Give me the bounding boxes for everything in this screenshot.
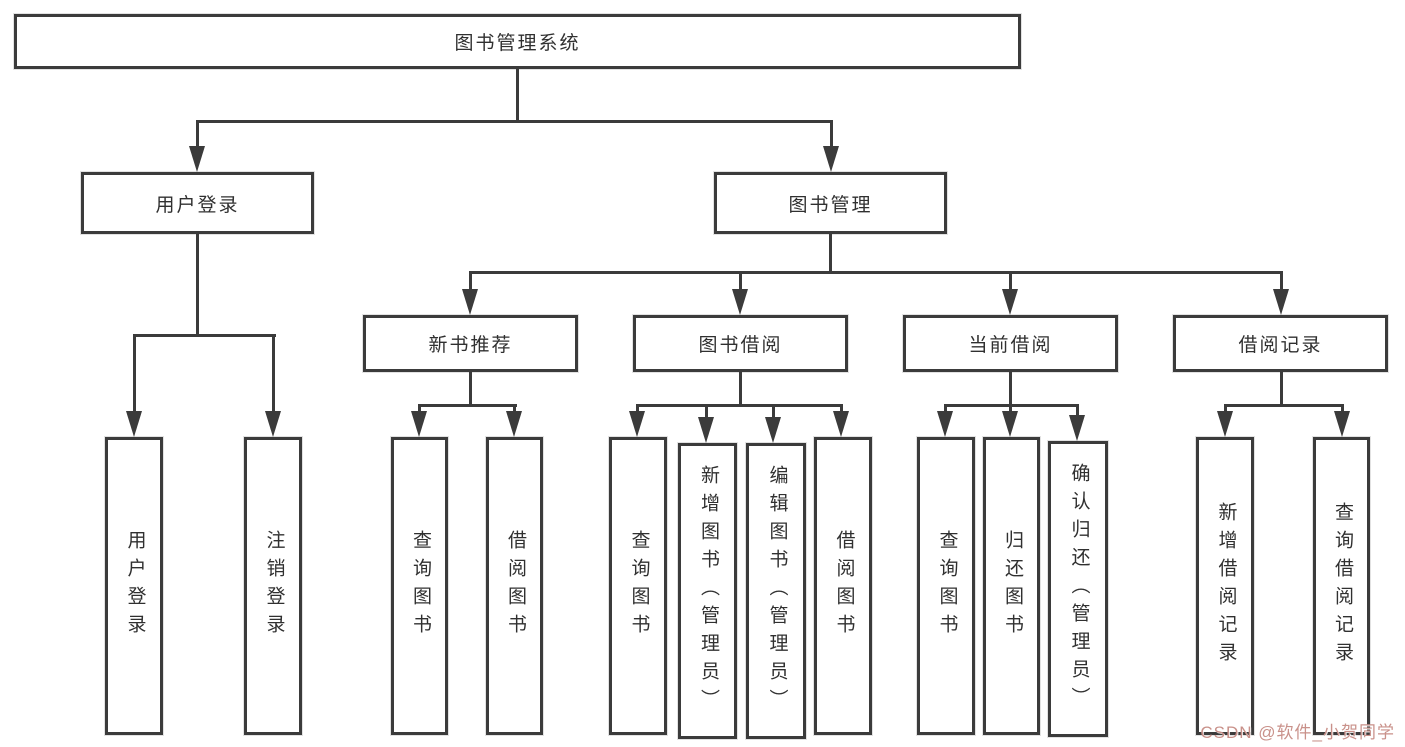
connector-arrowhead (265, 411, 281, 437)
connector-arrowhead (126, 411, 142, 437)
connector-arrowhead (189, 146, 205, 172)
connector-line (636, 404, 843, 407)
leaf-add-borrow-record: 新增借阅记录 (1196, 437, 1254, 735)
connector-line (133, 336, 136, 412)
leaf-query-borrow-record: 查询借阅记录 (1313, 437, 1370, 735)
connector-arrowhead (506, 411, 522, 437)
connector-arrowhead (1217, 411, 1233, 437)
connector-arrowhead (462, 289, 478, 315)
node-current-borrowing: 当前借阅 (903, 315, 1118, 372)
node-label: 用户登录 (124, 530, 146, 642)
connector-arrowhead (1334, 411, 1350, 437)
leaf-add-book-admin: 新增图书（管理员） (678, 443, 737, 739)
leaf-query-books-borrowing: 查询图书 (609, 437, 667, 735)
connector-line (272, 336, 275, 412)
connector-arrowhead (629, 411, 645, 437)
connector-line (772, 406, 775, 418)
leaf-confirm-return-admin: 确认归还（管理员） (1048, 441, 1108, 737)
node-label: 确认归还（管理员） (1068, 463, 1090, 715)
node-book-management: 图书管理 (714, 172, 947, 234)
connector-line (418, 406, 421, 414)
connector-line (1009, 273, 1012, 293)
leaf-user-login: 用户登录 (105, 437, 163, 735)
connector-line (469, 372, 472, 406)
watermark: CSDN @软件_小贺同学 (1200, 723, 1395, 742)
node-label: 借阅图书 (833, 530, 855, 642)
connector-arrowhead (765, 417, 781, 443)
connector-arrowhead (1273, 289, 1289, 315)
node-new-book-recommend: 新书推荐 (363, 315, 578, 372)
connector-line (513, 406, 516, 414)
leaf-borrow-books-borrowing: 借阅图书 (814, 437, 872, 735)
connector-line (739, 273, 742, 293)
node-label: 查询图书 (409, 530, 431, 642)
connector-line (1224, 406, 1227, 414)
node-label: 新增图书（管理员） (697, 465, 719, 717)
connector-line (944, 406, 947, 414)
node-user-login: 用户登录 (81, 172, 314, 234)
connector-line (840, 406, 843, 414)
node-label: 查询借阅记录 (1331, 502, 1353, 670)
connector-line (705, 406, 708, 418)
node-label: 注销登录 (263, 530, 285, 642)
leaf-query-books-newbook: 查询图书 (391, 437, 448, 735)
connector-line (1280, 273, 1283, 293)
connector-line (1076, 406, 1079, 418)
node-label: 归还图书 (1001, 530, 1023, 642)
connector-arrowhead (937, 411, 953, 437)
connector-arrowhead (698, 417, 714, 443)
connector-arrowhead (411, 411, 427, 437)
connector-line (944, 404, 1079, 407)
connector-line (469, 273, 472, 293)
leaf-borrow-books-newbook: 借阅图书 (486, 437, 543, 735)
node-borrow-records: 借阅记录 (1173, 315, 1388, 372)
leaf-query-books-current: 查询图书 (917, 437, 975, 735)
connector-line (830, 122, 833, 148)
connector-arrowhead (1069, 415, 1085, 441)
node-label: 新增借阅记录 (1215, 502, 1237, 670)
connector-line (196, 120, 833, 123)
leaf-return-books: 归还图书 (983, 437, 1040, 735)
connector-line (829, 234, 832, 273)
node-label: 查询图书 (936, 530, 958, 642)
node-label: 借阅图书 (504, 530, 526, 642)
connector-arrowhead (833, 411, 849, 437)
connector-line (636, 406, 639, 414)
connector-line (1009, 372, 1012, 406)
leaf-edit-book-admin: 编辑图书（管理员） (746, 443, 806, 739)
connector-line (418, 404, 517, 407)
node-label: 查询图书 (628, 530, 650, 642)
connector-line (1341, 406, 1344, 414)
connector-line (1224, 404, 1344, 407)
node-library-management-system: 图书管理系统 (14, 14, 1021, 69)
connector-line (196, 234, 199, 336)
connector-line (516, 69, 519, 122)
connector-arrowhead (1002, 289, 1018, 315)
connector-line (133, 334, 276, 337)
connector-line (1009, 406, 1012, 414)
connector-line (1280, 372, 1283, 406)
node-book-borrowing: 图书借阅 (633, 315, 848, 372)
connector-arrowhead (823, 146, 839, 172)
leaf-logout: 注销登录 (244, 437, 302, 735)
connector-line (469, 271, 1283, 274)
connector-arrowhead (732, 289, 748, 315)
connector-arrowhead (1002, 411, 1018, 437)
node-label: 编辑图书（管理员） (766, 465, 788, 717)
connector-line (196, 122, 199, 148)
connector-line (739, 372, 742, 406)
